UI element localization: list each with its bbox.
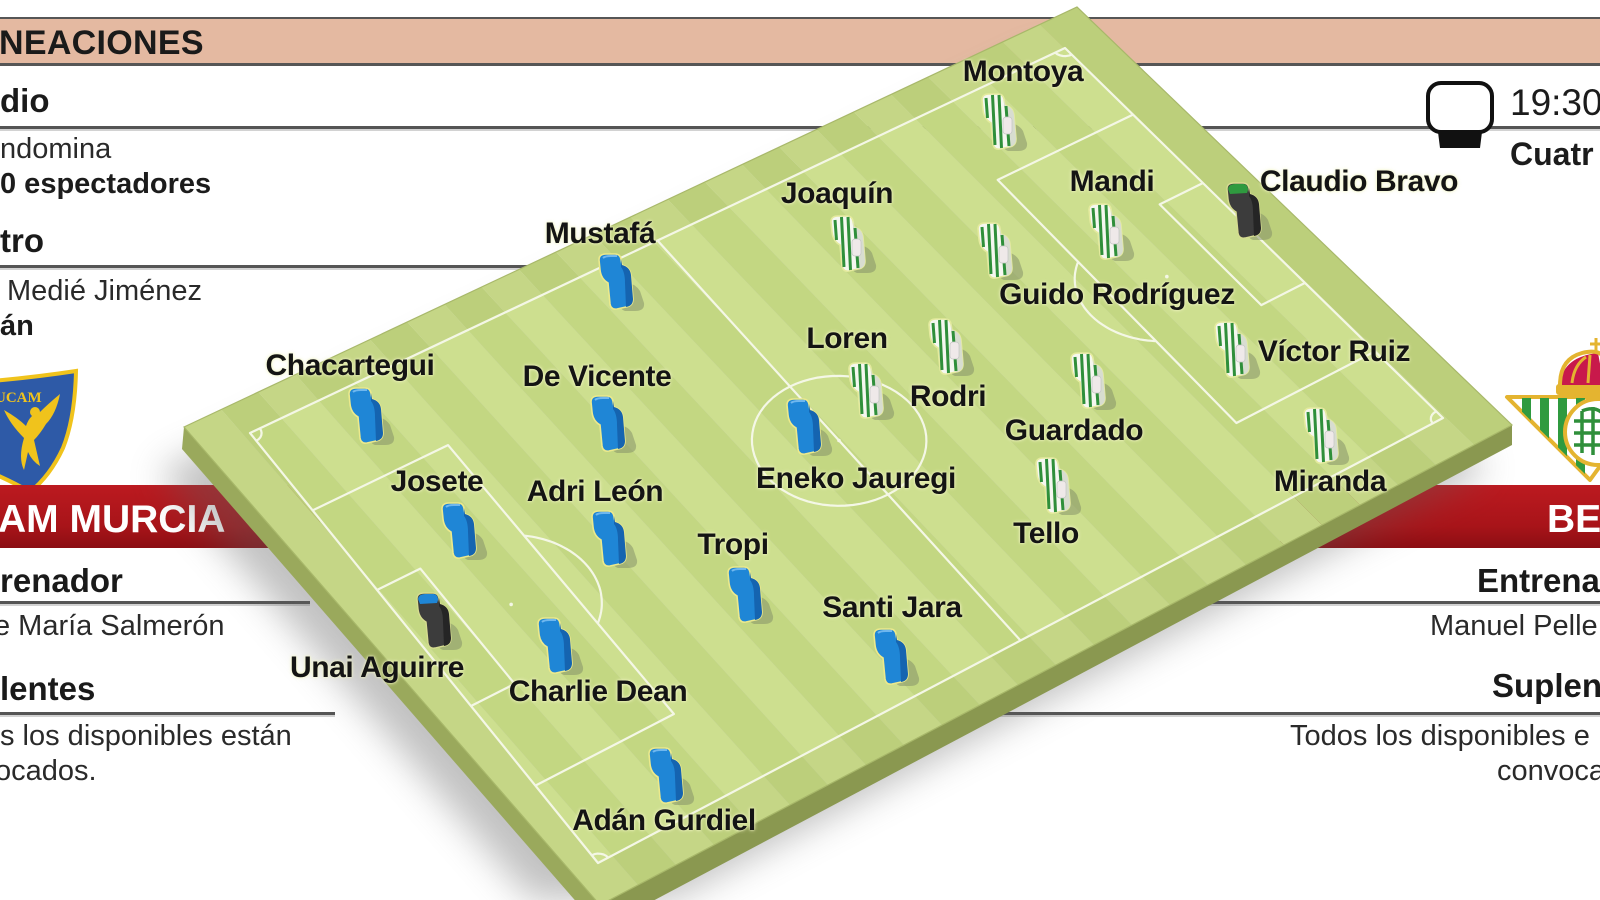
player-name: Mandi	[1069, 165, 1155, 198]
player-figure-icon	[340, 387, 400, 445]
player-name: Josete	[390, 465, 484, 498]
player-name: De Vicente	[522, 360, 672, 393]
ucam-crest-icon: UCAM	[0, 368, 79, 495]
tv-icon	[1426, 81, 1494, 148]
away-subs-heading: Suplen	[1492, 667, 1600, 704]
player-figure-icon	[1062, 352, 1122, 410]
player-figure-icon	[778, 398, 838, 456]
player-name: Rodri	[909, 380, 987, 413]
player-name: Víctor Ruiz	[1257, 335, 1411, 368]
player-name: Claudio Bravo	[1259, 165, 1459, 198]
divider-line	[0, 126, 1600, 129]
away-subs-text-line1: Todos los disponibles e	[1290, 720, 1590, 752]
player-figure-icon	[969, 222, 1029, 280]
player-name: Unai Aguirre	[289, 651, 465, 684]
stadium-attendance: 0 espectadores	[0, 168, 212, 200]
player-name: Montoya	[962, 55, 1084, 88]
player-figure-icon	[640, 747, 700, 805]
away-subs-text-line2: convoca	[1497, 755, 1600, 787]
home-coach-name: e María Salmerón	[0, 610, 225, 642]
player-name: Miranda	[1273, 465, 1387, 498]
home-coach-heading: renador	[0, 562, 123, 599]
player-name: Tropi	[697, 528, 769, 561]
player-figure-icon	[1080, 203, 1140, 261]
player-figure-icon	[1027, 457, 1087, 515]
stadium-heading: dio	[0, 82, 50, 119]
divider-line	[990, 712, 1600, 715]
player-name: Eneko Jauregi	[756, 462, 956, 495]
player-name: Adri León	[526, 475, 664, 508]
player-name: Tello	[1013, 517, 1079, 550]
player-name: Mustafá	[544, 217, 656, 250]
pitch-surface	[183, 6, 1514, 900]
player-name: Adán Gurdiel	[572, 804, 756, 837]
home-team-name: AM MURCIA	[0, 498, 226, 541]
broadcast-channel: Cuatr	[1510, 136, 1594, 172]
referee-name: Medié Jiménez	[7, 275, 203, 307]
player-name: Loren	[806, 322, 888, 355]
away-coach-name: Manuel Pelle	[1430, 610, 1598, 642]
header-band	[0, 17, 1600, 66]
home-subs-text-line1: s los disponibles están	[0, 720, 292, 752]
player-name: Santi Jara	[822, 591, 962, 624]
player-figure-icon	[582, 395, 642, 453]
player-figure-icon	[840, 362, 900, 420]
player-name: Guido Rodríguez	[999, 278, 1235, 311]
stadium-venue: ndomina	[0, 133, 112, 165]
divider-line	[1185, 601, 1600, 604]
player-figure-icon	[920, 318, 980, 376]
player-figure-icon	[583, 510, 643, 568]
home-subs-heading: lentes	[0, 670, 96, 707]
goalkeeper-figure-icon	[408, 592, 468, 650]
divider-line	[0, 712, 335, 715]
referee-committee: án	[0, 310, 34, 342]
player-figure-icon	[590, 253, 650, 311]
home-subs-text-line2: ocados.	[0, 755, 97, 787]
away-coach-heading: Entrena	[1477, 562, 1600, 599]
page-title: NEACIONES	[0, 24, 204, 62]
divider-line	[0, 265, 540, 268]
player-figure-icon	[822, 215, 882, 273]
player-figure-icon	[719, 566, 779, 624]
pitch-markings	[248, 46, 1445, 865]
divider-line	[0, 601, 310, 604]
player-name: Guardado	[1004, 414, 1144, 447]
away-team-name: BE	[1547, 498, 1600, 541]
broadcast-time: 19:30	[1510, 82, 1600, 123]
player-figure-icon	[1295, 407, 1355, 465]
player-name: Charlie Dean	[508, 675, 688, 708]
crest-text: UCAM	[0, 390, 42, 406]
player-figure-icon	[529, 617, 589, 675]
player-figure-icon	[865, 628, 925, 686]
referee-heading: tro	[0, 222, 44, 259]
player-name: Joaquín	[780, 177, 894, 210]
player-figure-icon	[433, 502, 493, 560]
player-figure-icon	[973, 93, 1033, 151]
player-name: Chacartegui	[265, 349, 435, 382]
